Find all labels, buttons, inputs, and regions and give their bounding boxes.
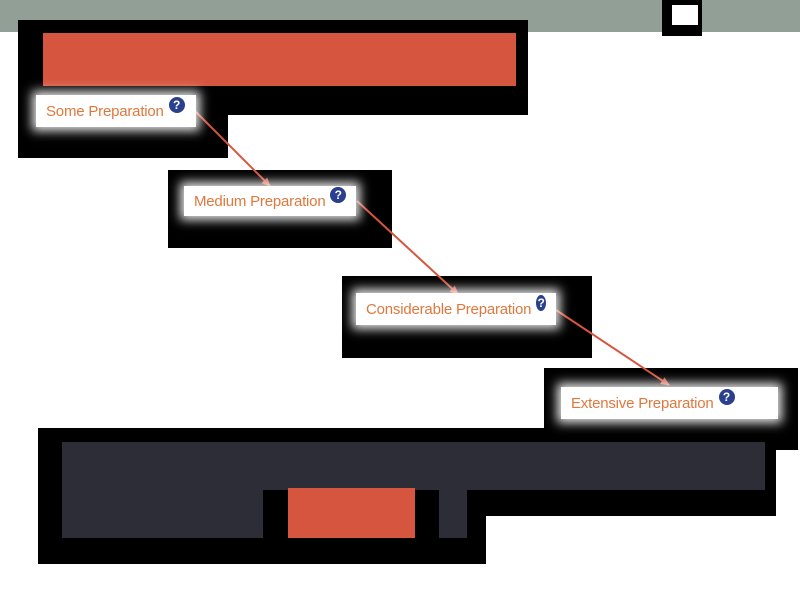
header-accent-bar [43, 33, 516, 86]
step-extensive-preparation[interactable]: Extensive Preparation ? [561, 387, 778, 419]
step-medium-preparation[interactable]: Medium Preparation ? [184, 186, 356, 216]
bottom-dark-bar-left [62, 490, 263, 538]
bottom-dark-bar-small [439, 490, 467, 538]
bottom-dark-bar-wide [62, 442, 765, 490]
question-mark-icon[interactable]: ? [330, 187, 346, 203]
bottom-accent-button[interactable] [288, 488, 415, 538]
step-label[interactable]: Some Preparation [46, 102, 164, 120]
step-some-preparation[interactable]: Some Preparation ? [36, 95, 196, 127]
step-label[interactable]: Extensive Preparation [571, 394, 714, 412]
step-considerable-preparation[interactable]: Considerable Preparation ? [356, 293, 556, 325]
window-control-icon [672, 5, 698, 25]
question-mark-icon[interactable]: ? [718, 389, 735, 405]
window-control-box[interactable] [662, 0, 702, 36]
question-mark-icon[interactable]: ? [536, 295, 546, 311]
question-mark-icon[interactable]: ? [168, 97, 185, 113]
step-label[interactable]: Considerable Preparation [366, 300, 532, 318]
step-label[interactable]: Medium Preparation [194, 192, 326, 210]
